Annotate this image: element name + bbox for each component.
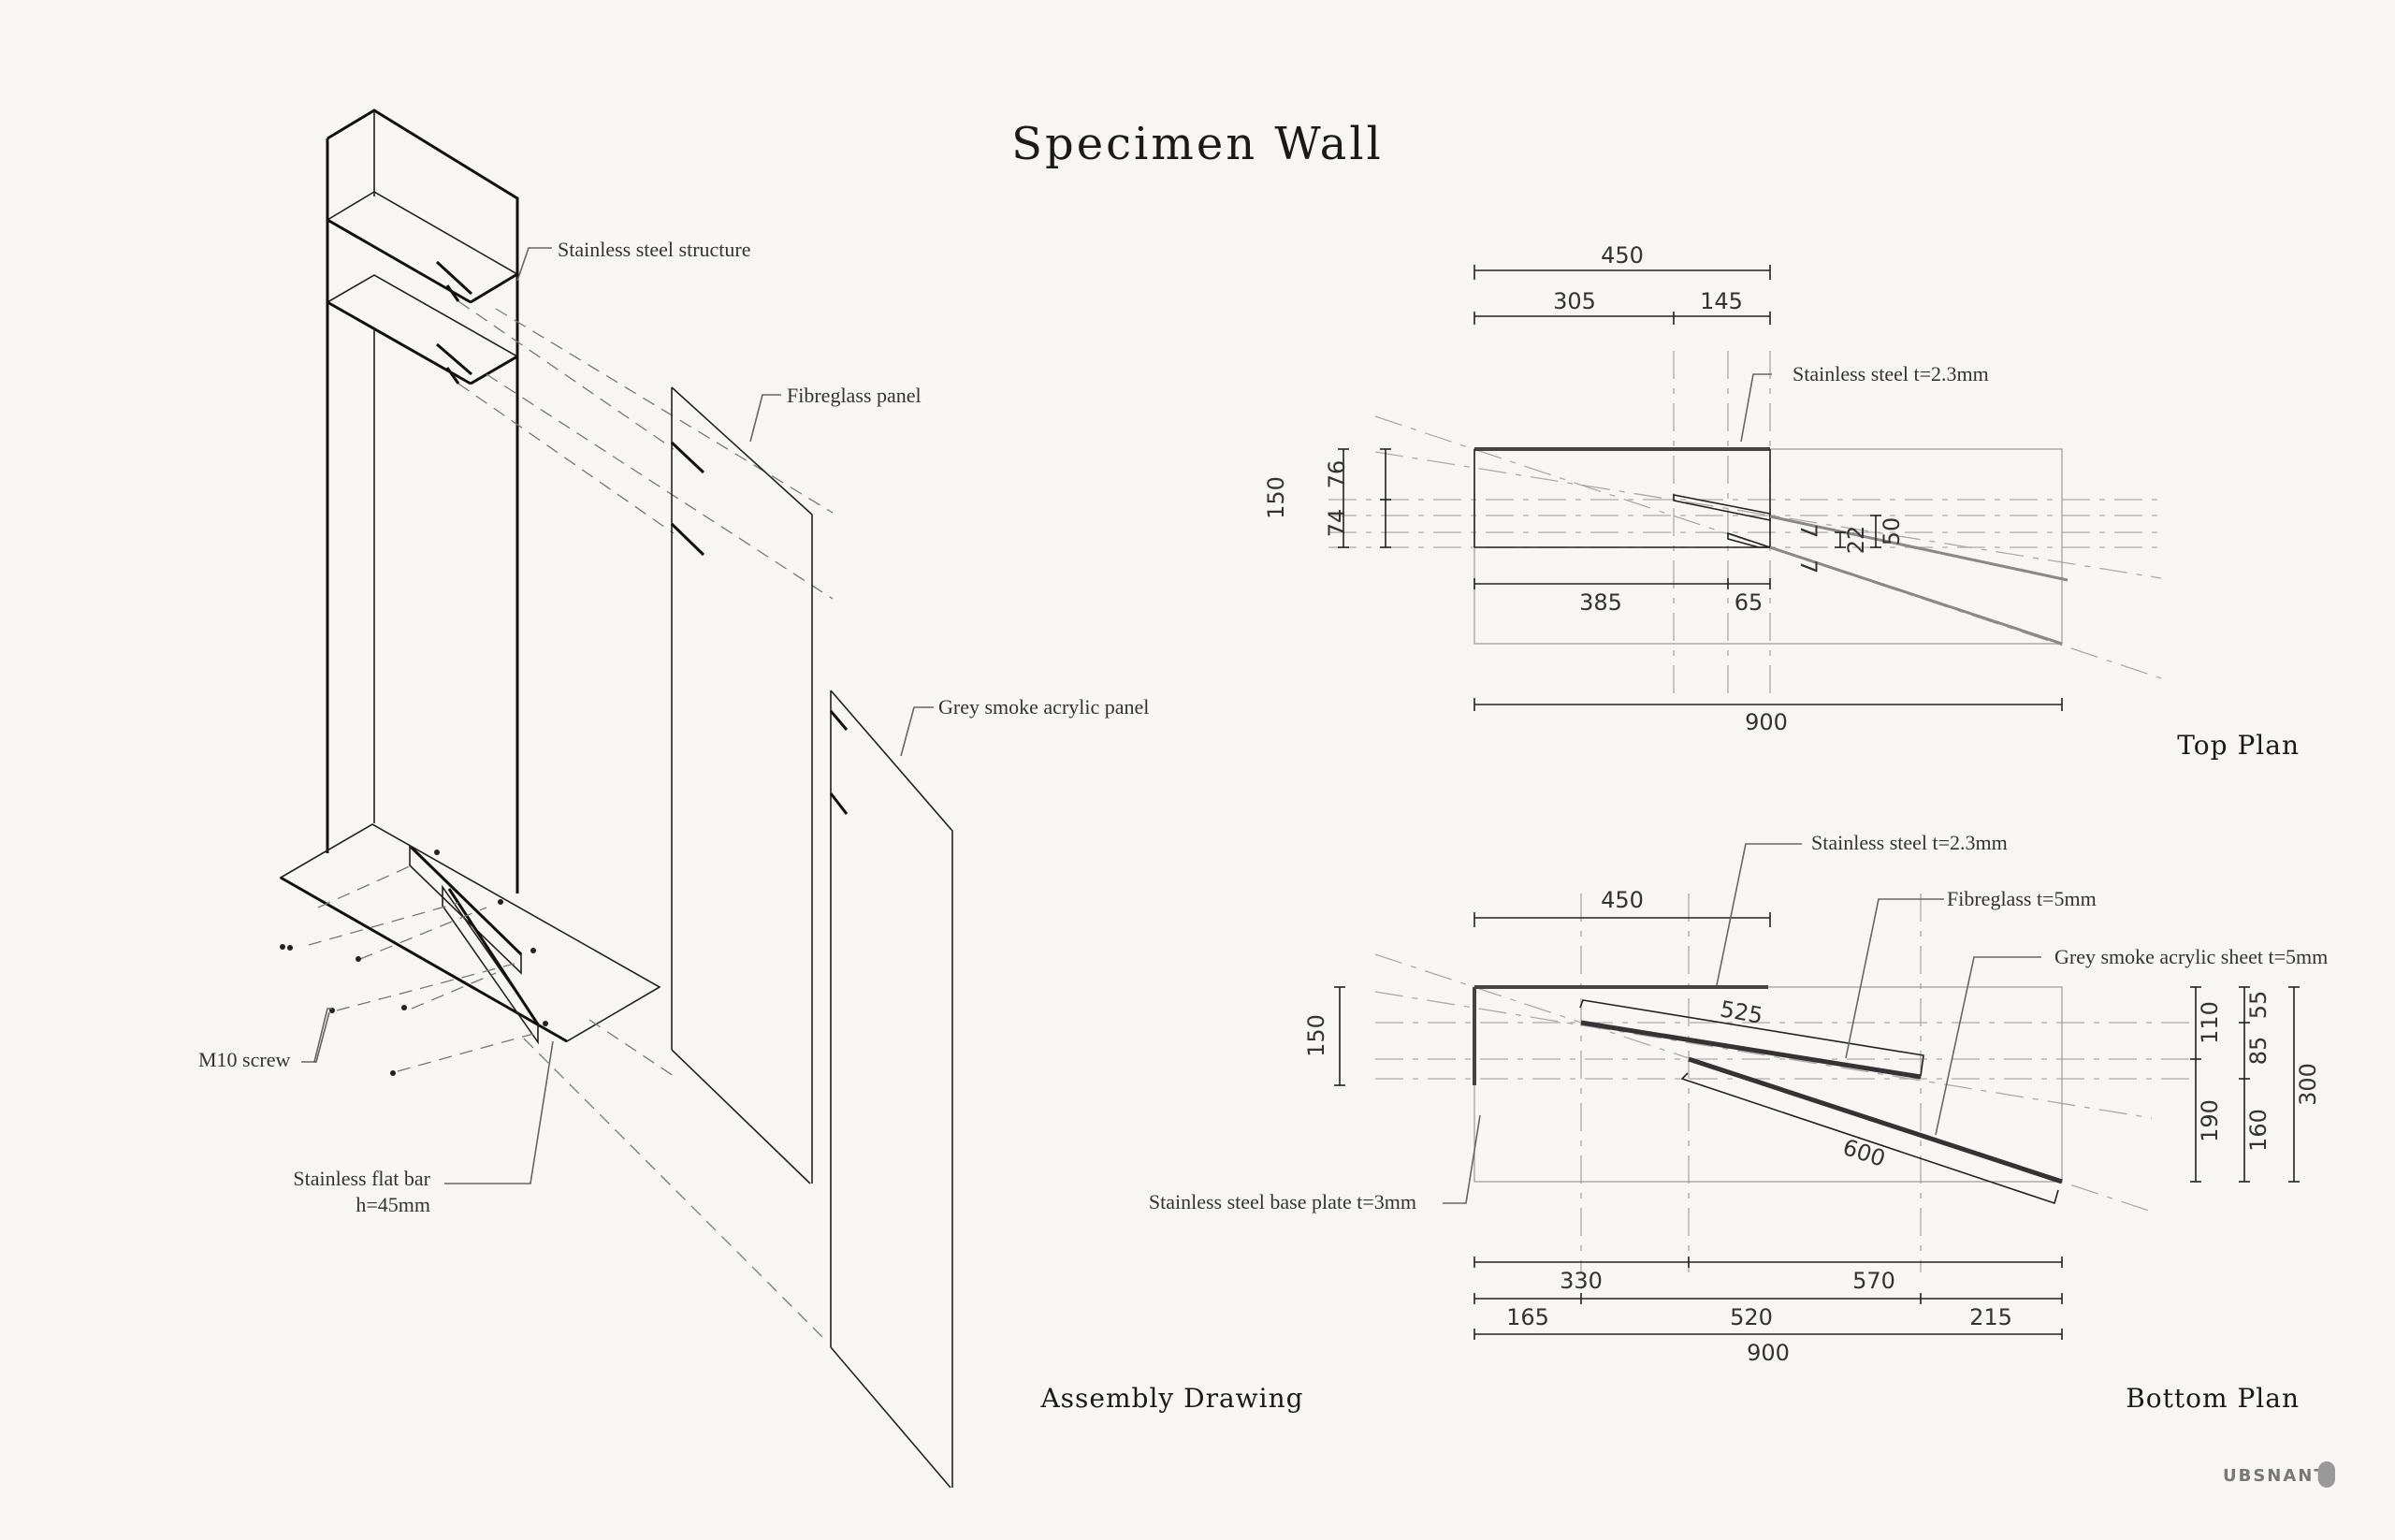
m10-screws — [280, 850, 548, 1076]
dim-bottom-215: 215 — [1969, 1304, 2012, 1330]
label-flat-bar: Stainless flat bar — [293, 1167, 430, 1190]
label-bottom-acrylic: Grey smoke acrylic sheet t=5mm — [2054, 945, 2328, 968]
dim-bottom-left-150: 150 — [1303, 1014, 1329, 1057]
acrylic-panel — [829, 690, 953, 1489]
projection-lines — [308, 300, 834, 1339]
dim-right-110: 110 — [2197, 1001, 2223, 1044]
assembly-title: Assembly Drawing — [1039, 1383, 1303, 1414]
dim-left-150: 150 — [1263, 476, 1289, 519]
dim-right-300: 300 — [2295, 1063, 2321, 1106]
label-base-plate: Stainless steel base plate t=3mm — [1149, 1190, 1416, 1213]
dim-span-50: 50 — [1879, 517, 1905, 546]
dim-right-190: 190 — [2197, 1099, 2223, 1142]
dim-left-74: 74 — [1324, 509, 1350, 538]
dim-bottom-65: 65 — [1735, 589, 1764, 616]
dim-top-450: 450 — [1601, 242, 1644, 269]
fibreglass-panel — [670, 386, 813, 1184]
label-bottom-steel: Stainless steel t=2.3mm — [1811, 831, 2008, 854]
label-bottom-fibreglass: Fibreglass t=5mm — [1947, 887, 2097, 910]
top-plan: 450 305 145 7 7 — [1263, 242, 2300, 761]
dim-bottom-165: 165 — [1506, 1304, 1549, 1330]
dim-bottom-385: 385 — [1579, 589, 1622, 616]
steel-structure — [279, 109, 661, 1045]
label-steel-structure: Stainless steel structure — [558, 238, 751, 261]
dim-gap-22: 22 — [1843, 526, 1869, 555]
dim-fibreglass-525: 525 — [1718, 995, 1764, 1029]
dim-slot-a: 7 — [1795, 524, 1822, 538]
sheet-title: Specimen Wall — [1011, 118, 1384, 170]
top-plan-dimensions-top: 450 305 145 — [1473, 242, 1771, 325]
bottom-plan-title: Bottom Plan — [2126, 1383, 2300, 1414]
dim-overall-900: 900 — [1745, 709, 1788, 735]
dim-slot-b: 7 — [1795, 559, 1822, 574]
dim-right-85: 85 — [2245, 1037, 2272, 1066]
dim-right-55: 55 — [2245, 991, 2272, 1020]
label-fibreglass-panel: Fibreglass panel — [787, 384, 922, 407]
dim-bottom-570: 570 — [1852, 1268, 1895, 1294]
label-top-steel: Stainless steel t=2.3mm — [1793, 362, 1989, 385]
dim-left-76: 76 — [1324, 460, 1350, 489]
brand-logo: UBSNANT — [2223, 1461, 2335, 1488]
assembly-drawing: Stainless steel structure Fibreglass pan… — [198, 109, 1303, 1489]
dim-bottom-plan-450: 450 — [1601, 887, 1644, 913]
dim-top-145: 145 — [1700, 288, 1743, 314]
label-acrylic-panel: Grey smoke acrylic panel — [938, 695, 1149, 719]
dim-bottom-330: 330 — [1560, 1268, 1603, 1294]
label-flat-bar-height: h=45mm — [356, 1193, 430, 1216]
bottom-plan: 525 600 450 150 110 190 55 85 160 300 — [1149, 831, 2328, 1414]
dim-bottom-520: 520 — [1730, 1304, 1773, 1330]
dim-top-305: 305 — [1553, 288, 1596, 314]
brand-name: UBSNANT — [2223, 1466, 2328, 1486]
top-plan-title: Top Plan — [2177, 730, 2300, 761]
dim-bottom-overall-900: 900 — [1747, 1340, 1790, 1366]
dim-right-160: 160 — [2245, 1109, 2272, 1152]
brand-mark-icon — [2318, 1461, 2335, 1488]
dim-acrylic-600: 600 — [1839, 1134, 1888, 1172]
label-m10-screw: M10 screw — [198, 1048, 290, 1071]
